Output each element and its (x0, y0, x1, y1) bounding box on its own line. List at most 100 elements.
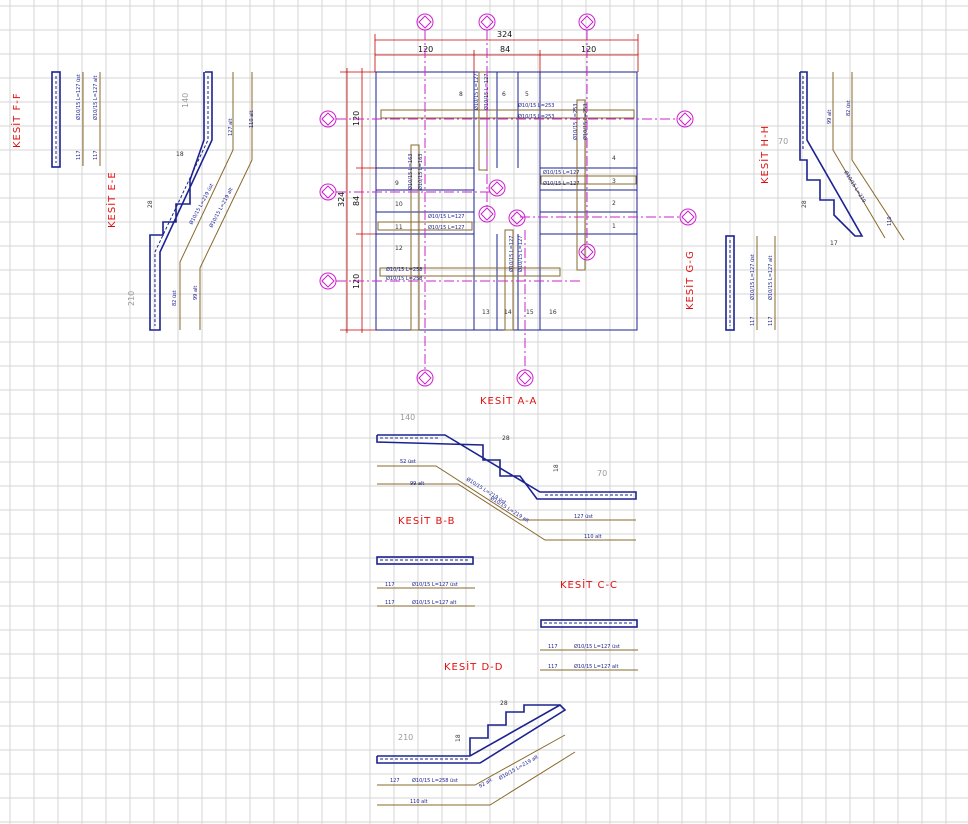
section-c-left-117a: 117 (385, 582, 395, 588)
panel-number-3: 3 (612, 178, 616, 185)
section-c-detail-right[interactable]: 117 Ø10/15 L=127 üst 117 Ø10/15 L=127 al… (444, 619, 638, 673)
axis-bubble (319, 183, 337, 201)
section-f-117b: 117 (93, 150, 99, 160)
section-e-profile (149, 71, 213, 331)
axis-bubble (416, 13, 434, 31)
section-title-e: KESİT E-E (105, 171, 118, 228)
section-e-99: 99 alt (193, 286, 199, 300)
axis-bubble (508, 209, 526, 227)
section-title-f: KESİT F-F (10, 92, 23, 148)
section-h-82: 82 üst (846, 100, 852, 116)
section-g-rebar-1: Ø10/15 L=127 üst (749, 254, 756, 300)
axis-bubble (578, 243, 596, 261)
axis-bubble-diamond (678, 112, 692, 126)
rebar-label-2: Ø10/15 L=253 (518, 113, 554, 120)
axis-bubble (516, 369, 534, 387)
section-c-slab-right (540, 619, 638, 628)
section-f-slab (51, 71, 61, 168)
rebar-label-16: Ø10/15 L=127 (517, 236, 524, 272)
rebar-label-8: Ø10/15 L=258 (386, 275, 422, 282)
panel-number-5: 5 (525, 91, 529, 98)
section-h-99: 99 alt (827, 110, 833, 124)
section-c-right-rebar-1: Ø10/15 L=127 üst (574, 643, 620, 650)
dim-right-top: 120 (581, 45, 596, 54)
axis-bubble-diamond (480, 207, 494, 221)
panel-number-9: 9 (395, 180, 399, 187)
section-h-110: 110 (887, 216, 893, 226)
section-e-18: 18 (176, 151, 184, 158)
section-title-b: KESİT B-B (398, 514, 455, 527)
plan-outline[interactable] (375, 71, 638, 331)
section-h-detail[interactable]: 70 17 28 99 alt 82 üst 110 Ø10/15 L=219 … (758, 71, 905, 247)
section-f-rebar-1: Ø10/15 L=127 üst (75, 74, 82, 120)
axis-bubble (488, 179, 506, 197)
rebar-label-15: Ø10/15 L=127 (508, 236, 515, 272)
section-g-117a: 117 (750, 316, 756, 326)
section-e-rebar-2: Ø10/15 L=219 alt (208, 186, 235, 229)
panel-number-2: 2 (612, 200, 616, 207)
panel-number-16: 16 (549, 309, 557, 316)
rebar-label-13: Ø10/15 L=253 (572, 104, 579, 140)
axis-bubble-diamond (480, 15, 494, 29)
section-b-127: 127 üst (574, 514, 593, 520)
panel-number-15: 15 (526, 309, 534, 316)
axis-bubble (578, 13, 596, 31)
section-b-52: 52 üst (400, 459, 416, 465)
rebar-label-14: Ø10/15 L=253 (582, 104, 589, 140)
section-f-117a: 117 (76, 150, 82, 160)
section-g-detail[interactable]: Ø10/15 L=127 üst Ø10/15 L=127 alt 117 11… (683, 235, 776, 331)
rebar-label-5: Ø10/15 L=127 (428, 213, 464, 220)
section-g-117b: 117 (768, 316, 774, 326)
section-c-detail-left[interactable]: 117 Ø10/15 L=127 üst 117 Ø10/15 L=127 al… (376, 556, 618, 607)
section-title-h: KESİT H-H (758, 125, 771, 184)
section-d-detail[interactable]: 210 28 18 127 Ø10/15 L=258 üst 110 alt 9… (376, 700, 576, 806)
section-d-rebar-1: Ø10/15 L=258 üst (412, 777, 458, 784)
section-g-rebar-2: Ø10/15 L=127 alt (767, 256, 774, 300)
section-title-g: KESİT G-G (683, 250, 696, 310)
axis-bubble-diamond (580, 245, 594, 259)
section-c-left-rebar-1: Ø10/15 L=127 üst (412, 581, 458, 588)
panel-number-10: 10 (395, 201, 403, 208)
section-f-detail[interactable]: Ø10/15 L=127 üst Ø10/15 L=127 alt 117 11… (10, 71, 101, 168)
section-e-127: 127 alt (228, 118, 234, 136)
section-e-110: 110 alt (249, 110, 255, 128)
axis-bubble-diamond (580, 15, 594, 29)
dim-total-top: 324 (497, 30, 512, 39)
panel-number-13: 13 (482, 309, 490, 316)
rebar-vertical-4 (504, 229, 514, 331)
axis-bubble (478, 13, 496, 31)
section-h-70: 70 (778, 137, 788, 146)
dim-left-a: 120 (352, 111, 361, 126)
section-e-detail[interactable]: 140 18 28 210 127 alt 110 alt 82 üst 99 … (105, 71, 255, 331)
section-h-profile (799, 71, 864, 237)
axis-bubble (676, 110, 694, 128)
panel-number-14: 14 (504, 309, 512, 316)
axis-bubble (416, 369, 434, 387)
section-e-140: 140 (181, 93, 190, 108)
section-c-right-117b: 117 (548, 664, 558, 670)
section-d-18: 18 (455, 734, 462, 742)
panel-number-6: 6 (502, 91, 506, 98)
plan-view[interactable]: 324 120 84 120 324 120 84 120 (319, 13, 697, 407)
rebar-label-1: Ø10/15 L=253 (518, 102, 554, 109)
axis-bubble-diamond (321, 185, 335, 199)
section-c-right-117a: 117 (548, 644, 558, 650)
rebar-vertical-1 (410, 144, 420, 331)
panel-number-12: 12 (395, 245, 403, 252)
axis-bubble (478, 205, 496, 223)
section-b-detail[interactable]: 140 70 28 18 52 üst 99 alt Ø10/15 L=219 … (376, 413, 637, 541)
section-b-28: 28 (502, 435, 510, 442)
rebar-horizontal-1 (380, 109, 635, 119)
section-d-28: 28 (500, 700, 508, 707)
section-h-28: 28 (801, 200, 808, 208)
section-d-steps (469, 704, 560, 756)
axis-bubble-diamond (321, 112, 335, 126)
section-title-a: KESİT A-A (480, 394, 537, 407)
axis-bubble (319, 110, 337, 128)
section-h-rebar: Ø10/15 L=219 (842, 169, 867, 204)
axis-bubble-diamond (510, 211, 524, 225)
axis-bubble-diamond (418, 371, 432, 385)
dim-mid-top: 84 (500, 45, 510, 54)
